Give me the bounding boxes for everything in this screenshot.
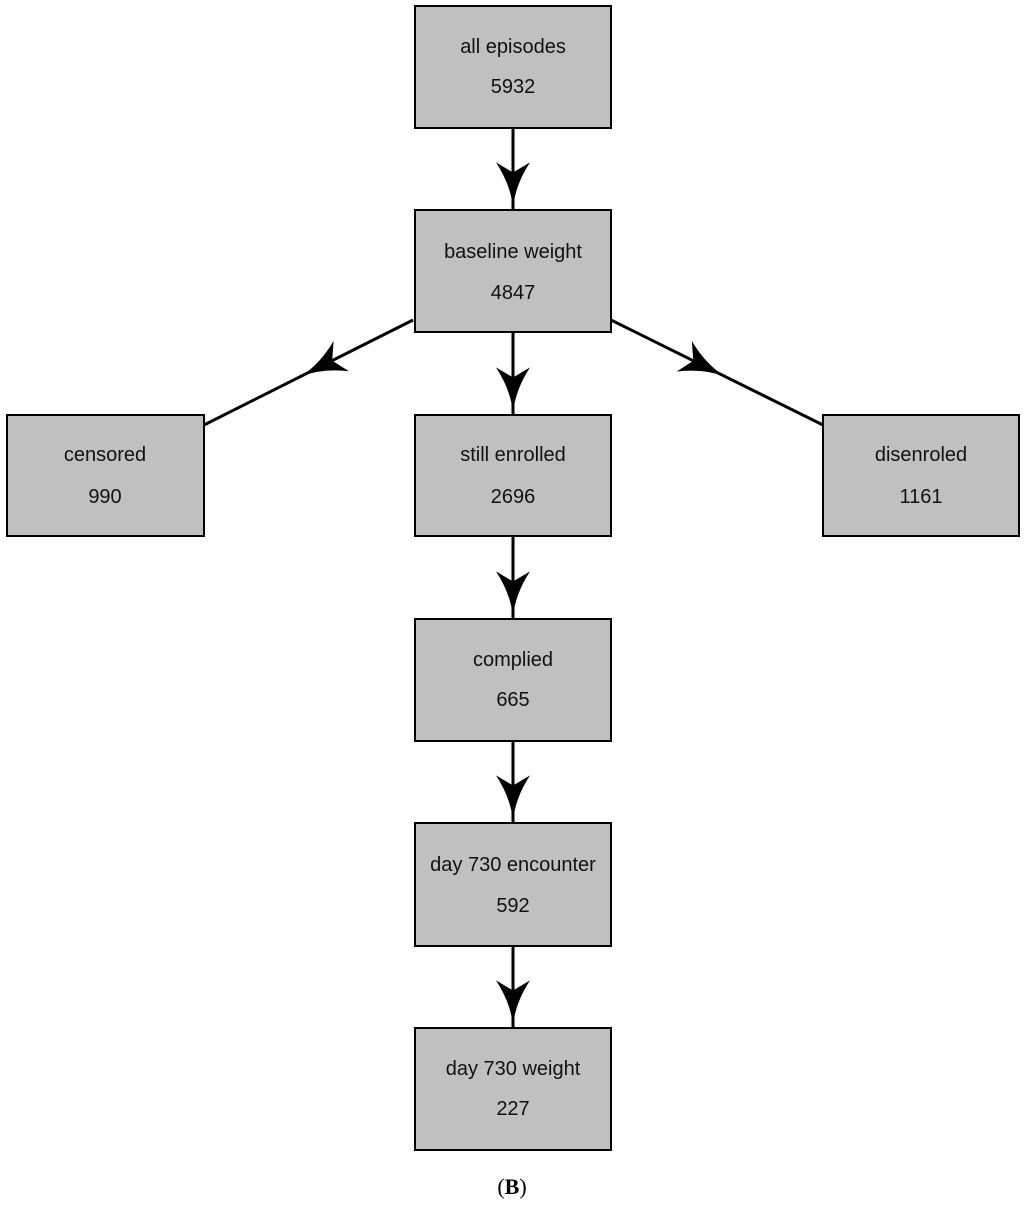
node-all-episodes: all episodes 5932 xyxy=(414,5,612,129)
arrowhead xyxy=(496,980,530,1027)
node-still-enrolled-label: still enrolled xyxy=(460,444,566,466)
node-baseline-weight-count: 4847 xyxy=(491,282,536,304)
arrowhead xyxy=(676,341,726,377)
node-complied-count: 665 xyxy=(496,689,529,711)
figure-caption: (B) xyxy=(0,1174,1024,1200)
node-baseline-weight: baseline weight 4847 xyxy=(414,209,612,333)
edge-baseline-weight-to-disenroled xyxy=(610,318,824,427)
node-complied: complied 665 xyxy=(414,618,612,742)
node-censored-count: 990 xyxy=(88,486,121,508)
node-complied-label: complied xyxy=(473,649,553,671)
edge-complied-to-day730-encounter xyxy=(496,741,530,823)
node-day730-weight: day 730 weight 227 xyxy=(414,1027,612,1151)
node-all-episodes-label: all episodes xyxy=(460,36,566,58)
node-day730-encounter-label: day 730 encounter xyxy=(430,854,596,876)
edge-all-episodes-to-baseline-weight xyxy=(496,128,530,210)
node-baseline-weight-label: baseline weight xyxy=(444,241,582,263)
arrowhead xyxy=(496,571,530,618)
node-all-episodes-count: 5932 xyxy=(491,76,536,98)
edge-still-enrolled-to-complied xyxy=(496,536,530,619)
edges-layer xyxy=(203,128,824,1028)
node-disenroled-label: disenroled xyxy=(875,444,967,466)
node-day730-encounter-count: 592 xyxy=(496,895,529,917)
caption-close-paren: ) xyxy=(519,1174,527,1199)
arrowhead xyxy=(300,340,349,377)
node-censored: censored 990 xyxy=(6,414,205,537)
node-disenroled-count: 1161 xyxy=(899,486,942,508)
edge-baseline-weight-to-still-enrolled xyxy=(496,332,530,415)
arrowhead xyxy=(496,367,530,414)
edge-day730-encounter-to-day730-weight xyxy=(496,946,530,1028)
caption-open-paren: ( xyxy=(497,1174,505,1199)
node-day730-weight-count: 227 xyxy=(496,1098,529,1120)
node-censored-label: censored xyxy=(64,444,146,466)
node-still-enrolled-count: 2696 xyxy=(491,486,536,508)
node-day730-weight-label: day 730 weight xyxy=(446,1058,581,1080)
node-still-enrolled: still enrolled 2696 xyxy=(414,414,612,537)
node-disenroled: disenroled 1161 xyxy=(822,414,1020,537)
node-day730-encounter: day 730 encounter 592 xyxy=(414,822,612,947)
arrowhead xyxy=(496,775,530,822)
arrowhead xyxy=(496,162,530,209)
edge-baseline-weight-to-censored xyxy=(203,318,414,427)
caption-letter: B xyxy=(504,1174,520,1199)
